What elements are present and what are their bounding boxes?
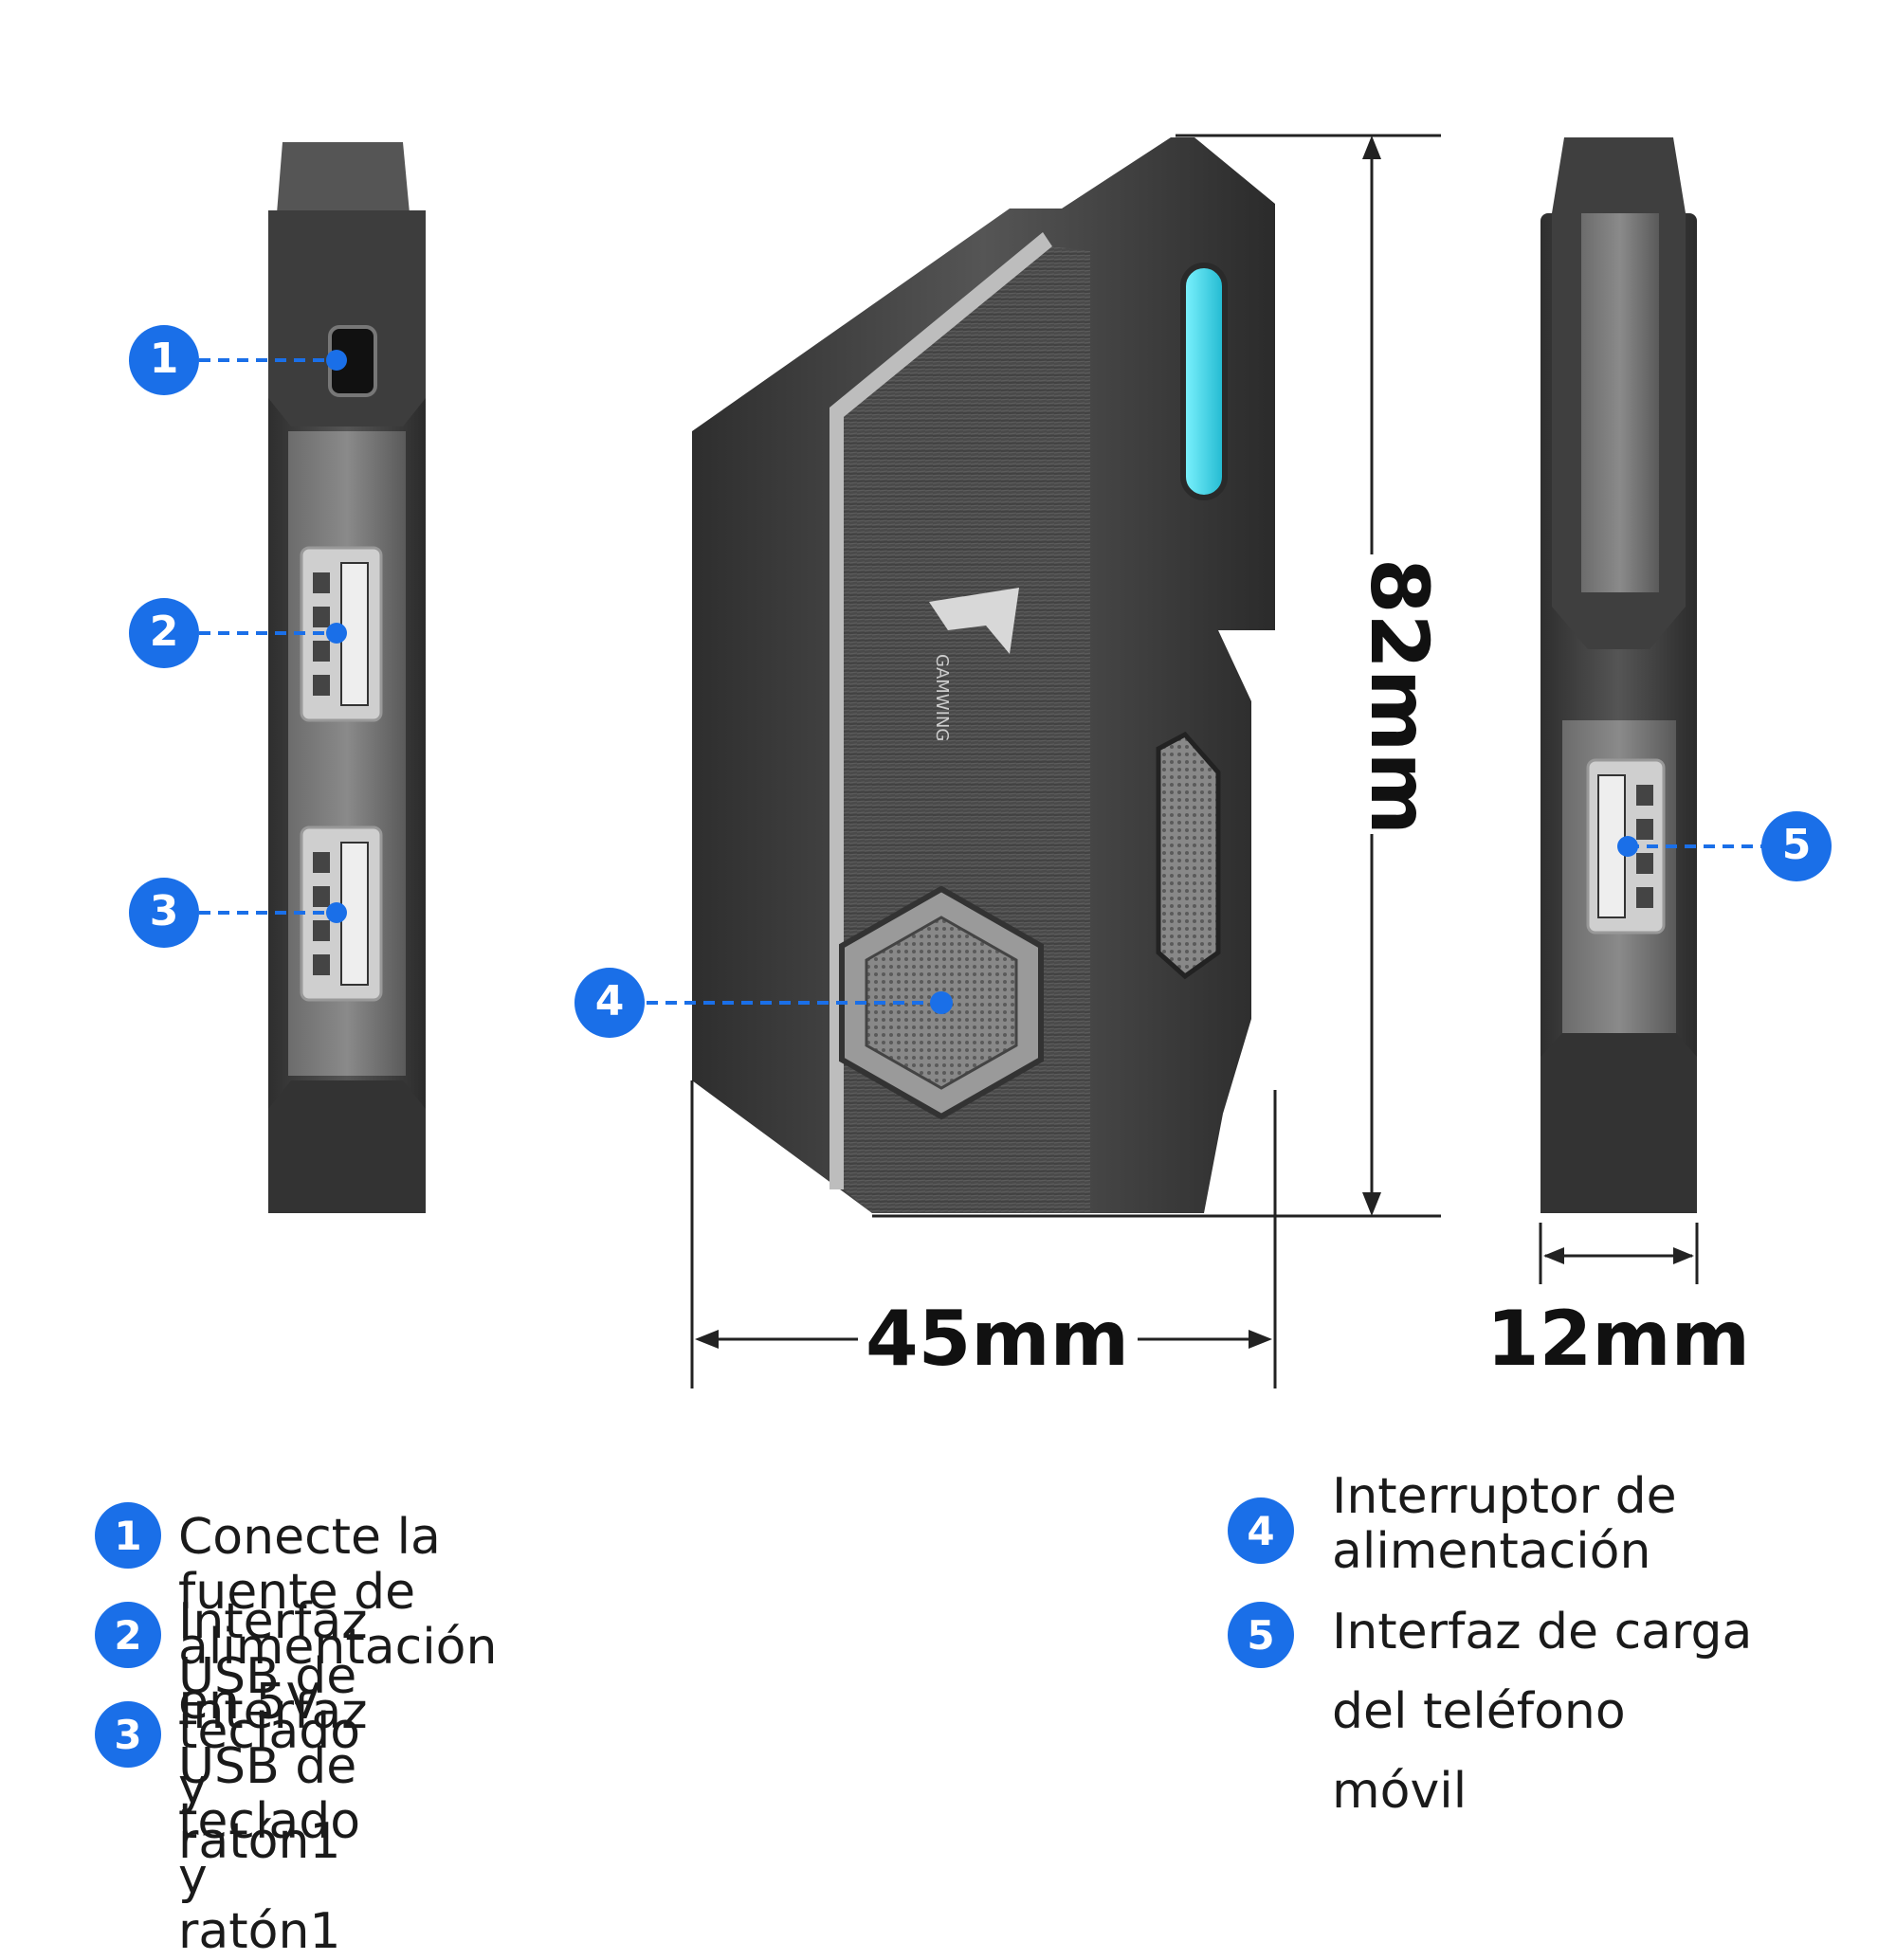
logo-text: GAMWING: [932, 654, 952, 741]
gamwing-logo: GAMWING: [929, 588, 1019, 741]
legend-badge-4: 4: [1228, 1497, 1294, 1564]
legend-text-4: Interruptor de alimentación: [1332, 1468, 1677, 1580]
callout-leaders: [199, 358, 1763, 1005]
svg-text:2: 2: [150, 608, 179, 656]
legend-item-1: 1 Conecte la fuente de alimentación en 5…: [95, 1502, 497, 1730]
height-dimension: 82mm: [1353, 558, 1446, 835]
right-bottom-chamfer: [1540, 1033, 1697, 1213]
svg-text:1: 1: [150, 335, 179, 383]
left-top-cap: [277, 142, 410, 213]
legend-text-1: Conecte la fuente de alimentación en 5V: [178, 1509, 498, 1731]
depth-dimension: 12mm: [1486, 1295, 1750, 1383]
legend-badge-5: 5: [1228, 1602, 1294, 1668]
callout-1: 1: [129, 325, 199, 395]
legend-item-3: 3 Interfaz USB de teclado y ratón1: [95, 1684, 368, 1959]
svg-text:5: 5: [1782, 821, 1812, 869]
callout-2: 2: [129, 598, 199, 668]
legend-item-5: 5 Interfaz de carga del teléfono móvil: [1228, 1602, 1768, 1831]
callout-4: 4: [574, 968, 645, 1038]
left-upper-chamfer: [268, 210, 426, 426]
led-indicator: [1180, 263, 1228, 500]
svg-text:4: 4: [595, 977, 625, 1025]
svg-text:3: 3: [150, 887, 179, 935]
legend-badge-1: 1: [95, 1502, 161, 1569]
legend-text-3: Interfaz USB de teclado y ratón1: [178, 1683, 368, 1960]
legend-item-2: 2 Interfaz USB de teclado y ratón1: [95, 1594, 368, 1869]
dimension-lines: [690, 134, 1699, 1388]
legend-item-4: 4 Interruptor de alimentación: [1228, 1469, 1711, 1579]
callout-dots: [326, 350, 1638, 1014]
callout-5: 5: [1761, 811, 1832, 881]
legend-badge-3: 3: [95, 1701, 161, 1768]
callout-3: 3: [129, 878, 199, 948]
legend-badge-2: 2: [95, 1602, 161, 1668]
width-dimension: 45mm: [866, 1295, 1129, 1383]
legend-text-5: Interfaz de carga del teléfono móvil: [1332, 1604, 1753, 1820]
product-diagram: GAMWING: [129, 134, 1832, 1388]
legend-text-2: Interfaz USB de teclado y ratón1: [178, 1593, 368, 1870]
right-upper-panel: [1581, 213, 1659, 592]
right-side-view: [1540, 137, 1697, 1213]
vent-grille: [1156, 731, 1221, 980]
front-view: GAMWING: [692, 137, 1275, 1213]
left-lower-chamfer: [268, 1080, 426, 1213]
left-side-view: [268, 142, 426, 1213]
